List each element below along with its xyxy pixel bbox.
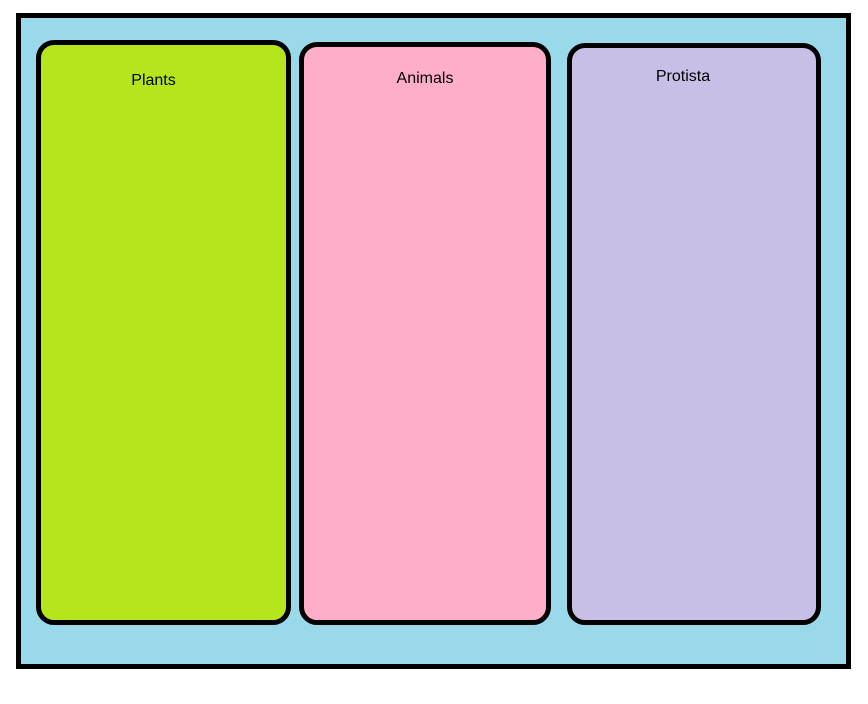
column-animals: Animals xyxy=(299,42,551,625)
diagram-frame: Plants Animals Protista xyxy=(16,13,851,669)
column-protista-label: Protista xyxy=(655,68,711,85)
column-plants-label: Plants xyxy=(131,72,176,89)
column-animals-label: Animals xyxy=(396,70,454,87)
column-plants: Plants xyxy=(36,40,291,625)
column-protista: Protista xyxy=(567,43,821,625)
